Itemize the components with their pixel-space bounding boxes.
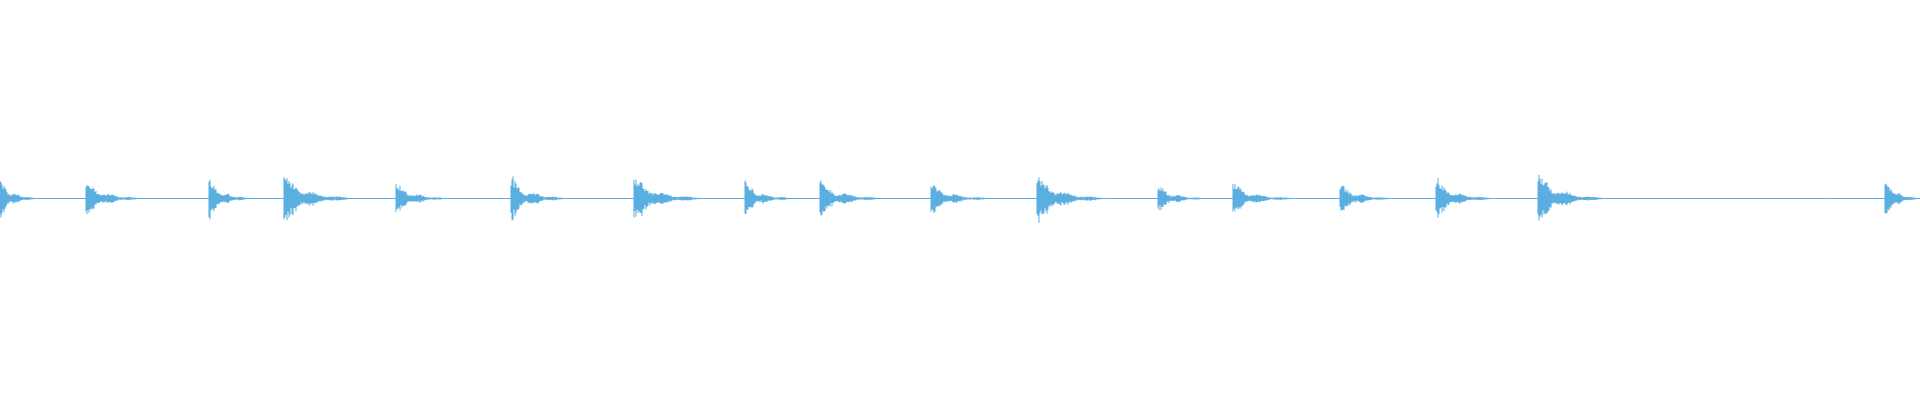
waveform-trace (0, 174, 1920, 223)
